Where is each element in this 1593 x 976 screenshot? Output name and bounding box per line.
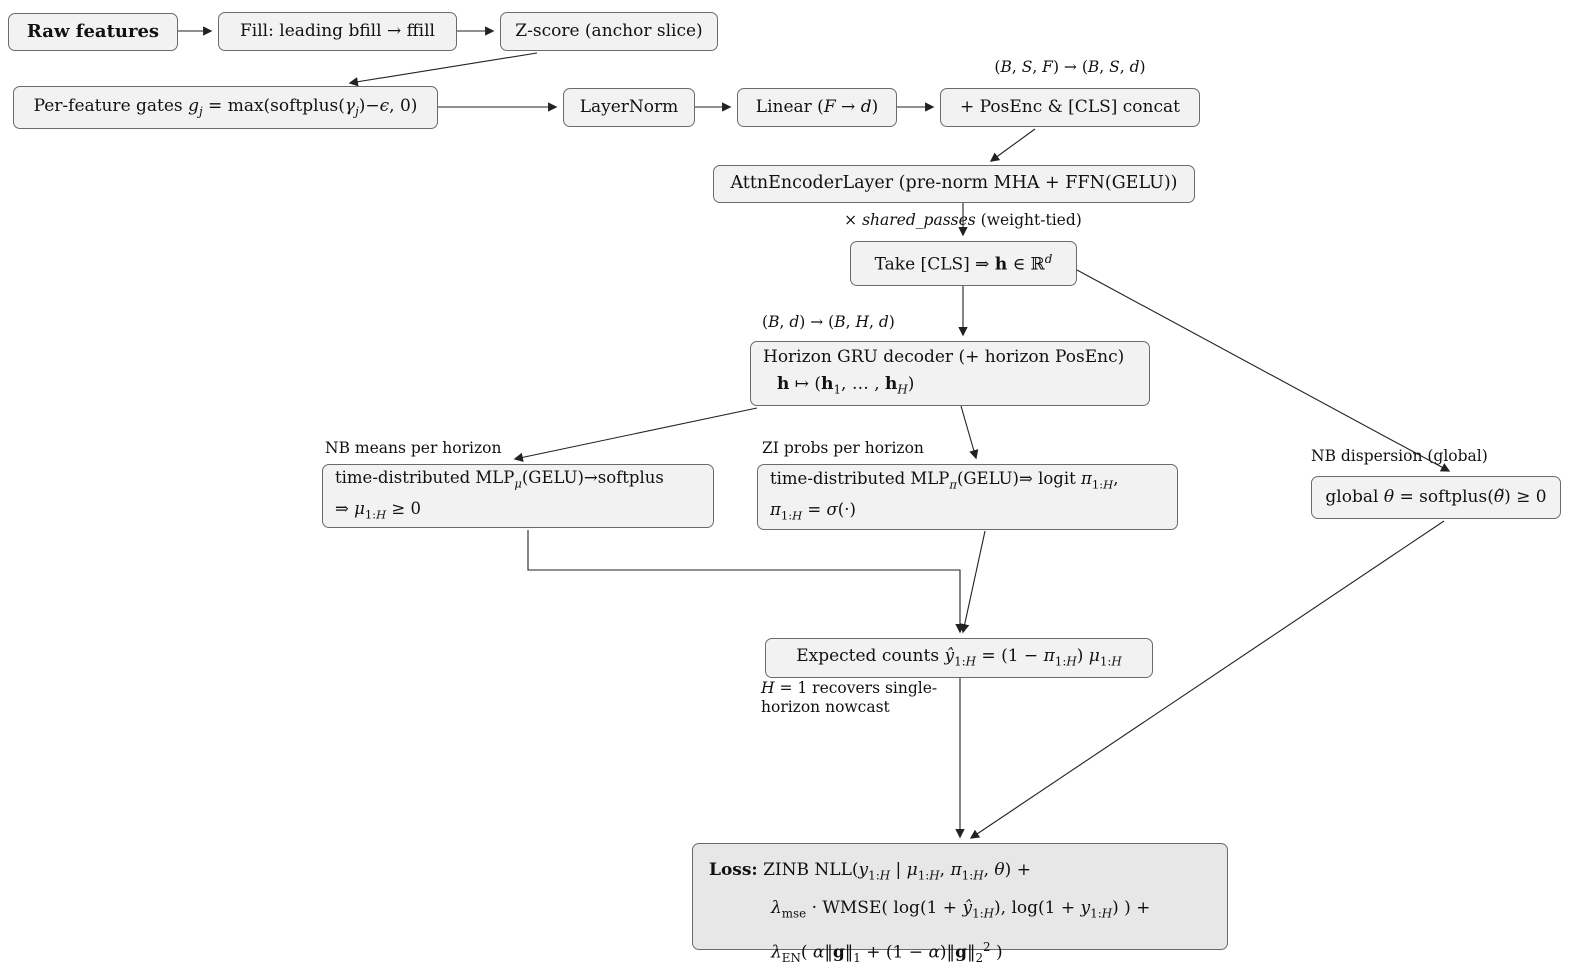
label-nb-means: NB means per horizon: [325, 439, 502, 457]
layernorm-label: LayerNorm: [579, 96, 679, 117]
attn-encoder-layer-label: AttnEncoderLayer (pre-norm MHA + FFN(GEL…: [730, 173, 1178, 194]
linear-label: Linear (F → d): [755, 96, 879, 117]
node-zi-probs-mlp: time-distributed MLPπ(GELU)⇒ logit π1:H,…: [757, 464, 1178, 530]
node-zscore: Z-score (anchor slice): [500, 12, 718, 51]
gru-line-2: h ↦ (h1, … , hH): [777, 373, 915, 397]
node-expected-counts: Expected counts ŷ1:H = (1 − π1:H) μ1:H: [765, 638, 1153, 678]
take-cls-label: Take [CLS] ⇒ h ∈ ℝd: [874, 251, 1053, 275]
shape-annotation-bd: (B, d) → (B, H, d): [762, 313, 895, 331]
node-nb-means-mlp: time-distributed MLPμ(GELU)→softplus ⇒ μ…: [322, 464, 714, 528]
loss-line-3: λEN( α‖g‖1 + (1 − α)‖g‖22 ): [771, 939, 1003, 965]
note-line-1: H = 1 recovers single-: [761, 679, 938, 697]
node-linear: Linear (F → d): [737, 88, 897, 127]
node-attn-encoder-layer: AttnEncoderLayer (pre-norm MHA + FFN(GEL…: [713, 165, 1195, 203]
per-feature-gates-label: Per-feature gates gj = max(softplus(γj)−…: [33, 95, 418, 119]
zi-probs-line-1: time-distributed MLPπ(GELU)⇒ logit π1:H,: [770, 468, 1119, 491]
nb-means-line-2: ⇒ μ1:H ≥ 0: [335, 499, 421, 522]
node-take-cls: Take [CLS] ⇒ h ∈ ℝd: [850, 241, 1077, 286]
note-line-2: horizon nowcast: [761, 698, 890, 716]
shape-annotation-bsf: (B, S, F) → (B, S, d): [994, 58, 1146, 76]
note-h1-nowcast: H = 1 recovers single- horizon nowcast: [761, 679, 937, 717]
shared-passes-annotation: × shared_passes (weight-tied): [844, 211, 1082, 229]
node-per-feature-gates: Per-feature gates gj = max(softplus(γj)−…: [13, 86, 438, 129]
node-nb-dispersion: global θ = softplus(θ̃) ≥ 0: [1311, 476, 1561, 519]
zscore-label: Z-score (anchor slice): [515, 20, 703, 41]
node-raw-features: Raw features: [8, 13, 178, 51]
expected-counts-label: Expected counts ŷ1:H = (1 − π1:H) μ1:H: [796, 646, 1122, 669]
node-horizon-gru-decoder: Horizon GRU decoder (+ horizon PosEnc) h…: [750, 341, 1150, 406]
gru-line-1: Horizon GRU decoder (+ horizon PosEnc): [763, 346, 1125, 367]
node-posenc-cls-concat: + PosEnc & [CLS] concat: [940, 88, 1200, 127]
zi-probs-line-2: π1:H = σ(·): [770, 500, 856, 523]
raw-features-label: Raw features: [26, 20, 160, 42]
nb-dispersion-label-text: global θ = softplus(θ̃) ≥ 0: [1325, 486, 1547, 507]
node-loss: Loss: ZINB NLL(y1:H | μ1:H, π1:H, θ) + λ…: [692, 843, 1228, 965]
node-fill-step: Fill: leading bfill → ffill: [218, 12, 457, 51]
label-nb-dispersion: NB dispersion (global): [1311, 447, 1488, 465]
nb-means-line-1: time-distributed MLPμ(GELU)→softplus: [335, 467, 664, 490]
label-zi-probs: ZI probs per horizon: [762, 439, 924, 457]
posenc-cls-concat-label: + PosEnc & [CLS] concat: [960, 96, 1180, 117]
node-layernorm: LayerNorm: [563, 88, 695, 127]
loss-line-1: Loss: ZINB NLL(y1:H | μ1:H, π1:H, θ) +: [709, 860, 1031, 883]
loss-line-2: λmse · WMSE( log(1 + ŷ1:H), log(1 + y1:H…: [771, 898, 1151, 921]
fill-step-label: Fill: leading bfill → ffill: [240, 20, 435, 41]
